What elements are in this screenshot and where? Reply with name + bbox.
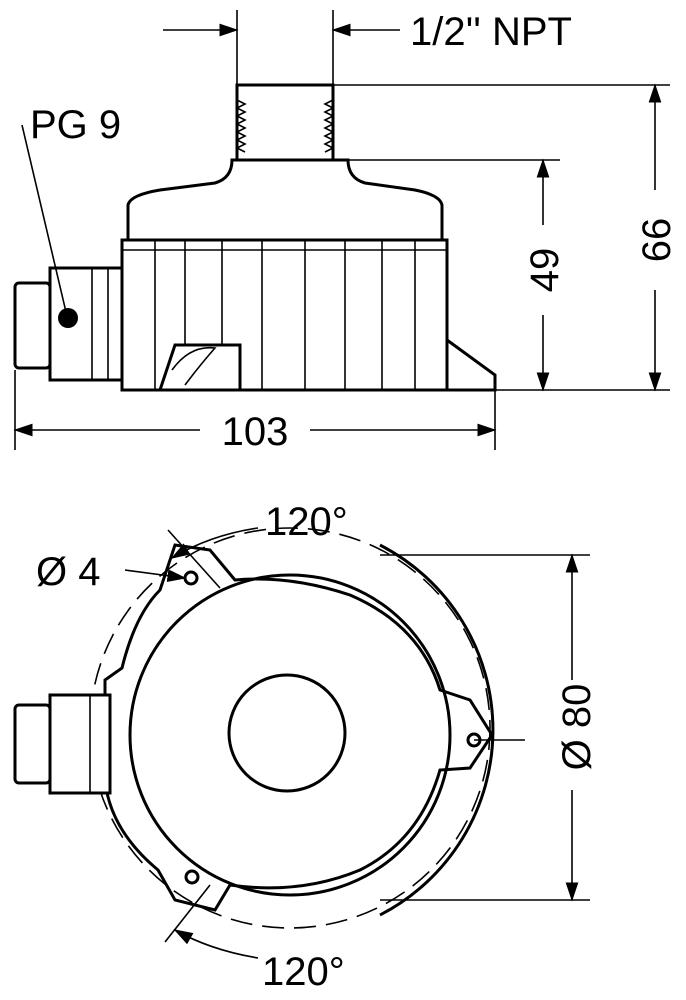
- height-body-label: 49: [523, 248, 567, 293]
- pg9-cable-gland: [13, 124, 124, 382]
- center-port: [227, 673, 347, 793]
- angle-top-label: 120°: [265, 500, 348, 544]
- cable-gland-label: PG 9: [30, 103, 121, 147]
- gland-top: [13, 703, 52, 785]
- body-circle: [128, 573, 452, 897]
- width-total-label: 103: [222, 410, 289, 454]
- housing-body: [120, 238, 497, 392]
- outer-arc: [379, 543, 495, 917]
- gland-body-top: [48, 693, 112, 795]
- angle-bottom-label: 120°: [262, 950, 345, 994]
- dimensions-side: [13, 23, 670, 450]
- gland-dot: [58, 308, 78, 328]
- height-total-label: 66: [635, 218, 679, 263]
- bolt-circle: [89, 527, 491, 929]
- side-view: 1/2'' NPT PG 9 66 49 103: [13, 10, 679, 454]
- thread-label: 1/2'' NPT: [410, 10, 572, 54]
- hole-diameter-label: Ø 4: [36, 550, 100, 594]
- mount-hole-3: [184, 869, 200, 885]
- flange-outline: [103, 543, 494, 912]
- dimensions-top: [124, 527, 590, 959]
- npt-pipe: [235, 10, 335, 160]
- top-view: 120° Ø 4 Ø 80 120°: [13, 500, 599, 994]
- outer-diameter-label: Ø 80: [555, 684, 599, 771]
- mount-hole-1: [183, 570, 199, 586]
- housing-cap: [126, 158, 444, 242]
